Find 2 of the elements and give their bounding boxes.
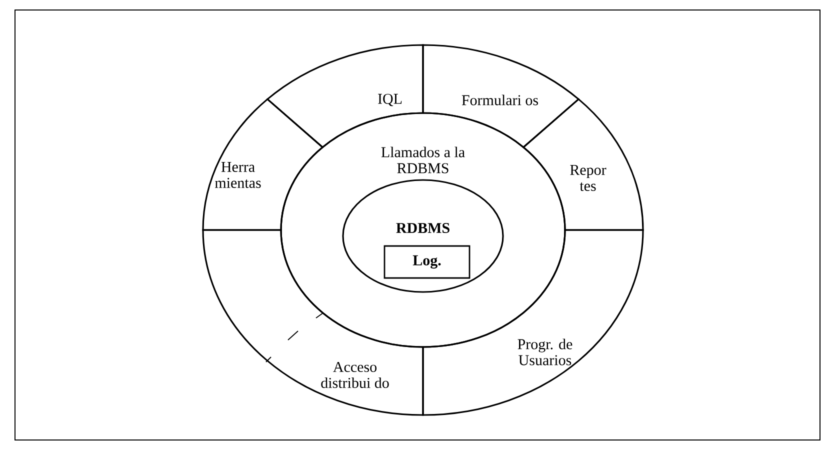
- log-box: Log.: [384, 245, 470, 279]
- ring-sector: Herra mientas: [202, 98, 324, 231]
